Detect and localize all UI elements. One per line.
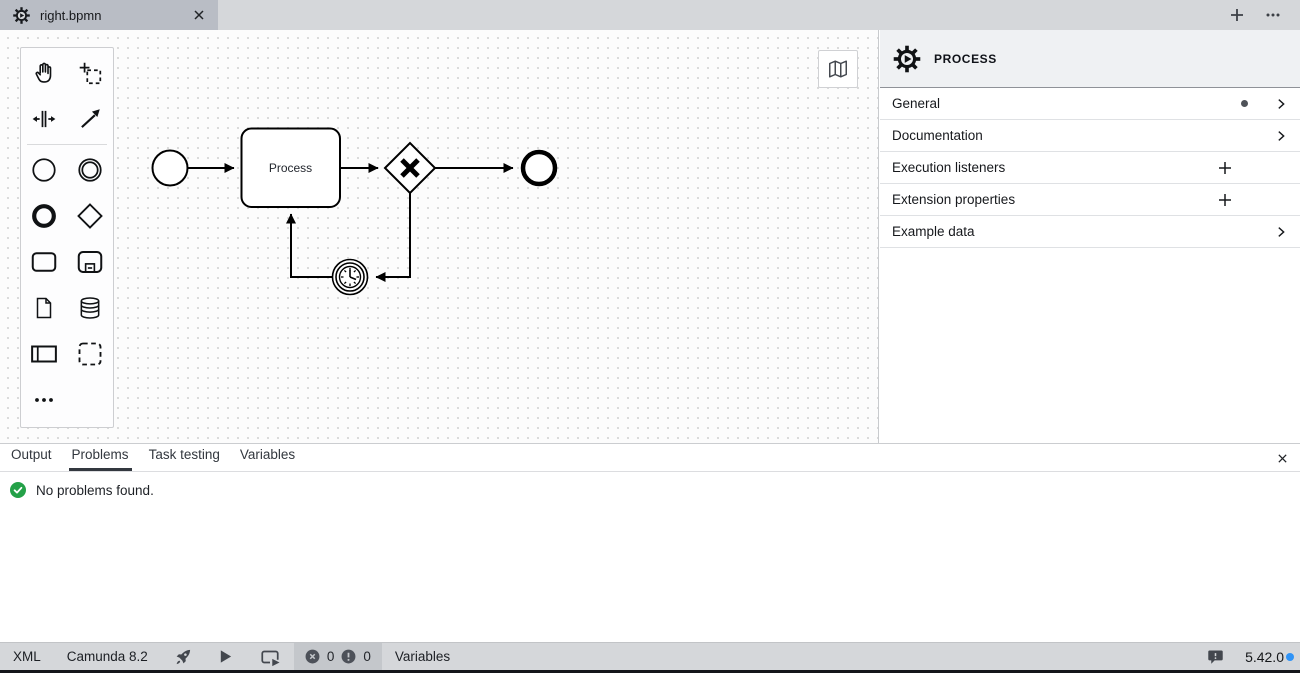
create-start-event[interactable] (21, 147, 67, 193)
tab-output[interactable]: Output (11, 447, 52, 462)
new-tab-plus-icon[interactable] (1226, 4, 1248, 26)
properties-header: PROCESS (880, 30, 1300, 88)
group-execution-listeners[interactable]: Execution listeners (880, 152, 1300, 184)
timer-hands (349, 270, 357, 281)
process-gear-play-icon (12, 6, 31, 25)
tab-variables[interactable]: Variables (239, 447, 296, 462)
feedback-bubble-icon[interactable] (1194, 643, 1237, 670)
bpmn-canvas[interactable]: Process (0, 30, 879, 443)
global-connect-tool[interactable] (67, 96, 113, 142)
group-documentation[interactable]: Documentation (880, 120, 1300, 152)
tab-task-testing[interactable]: Task testing (148, 447, 220, 462)
minimap-toggle-button[interactable] (818, 50, 858, 88)
add-plus-icon[interactable] (1216, 192, 1234, 208)
problems-content: No problems found. (0, 472, 1300, 498)
task-process[interactable]: Process (240, 127, 341, 208)
create-data-store[interactable] (67, 285, 113, 331)
timer-intermediate-event[interactable] (331, 258, 369, 296)
end-event[interactable] (520, 149, 558, 187)
tab-right-bpmn[interactable]: right.bpmn (0, 0, 218, 30)
create-task[interactable] (21, 239, 67, 285)
create-data-object[interactable] (21, 285, 67, 331)
error-count: 0 (326, 649, 335, 664)
group-label: Example data (892, 224, 975, 239)
chevron-right-icon (1272, 225, 1290, 239)
engine-version-button[interactable]: Camunda 8.2 (66, 649, 148, 664)
update-available-dot (1286, 652, 1294, 661)
version-label: 5.42.0 (1245, 648, 1284, 665)
create-group[interactable] (67, 331, 113, 377)
problems-count-button[interactable]: 0 0 (293, 643, 382, 670)
task-label: Process (269, 161, 312, 175)
gateway-x-marker (400, 158, 420, 178)
chevron-right-icon (1272, 129, 1290, 143)
map-icon (827, 58, 849, 80)
group-label: Extension properties (892, 192, 1016, 207)
properties-title: PROCESS (934, 51, 997, 66)
tab-title: right.bpmn (40, 7, 102, 23)
exclusive-gateway[interactable] (383, 141, 437, 195)
start-instance-icon[interactable] (246, 643, 294, 670)
group-label: General (892, 96, 941, 111)
check-circle-icon (10, 482, 26, 498)
sequence-flows[interactable] (188, 163, 514, 282)
ellipsis-icon[interactable] (1262, 4, 1284, 26)
tab-bar: right.bpmn (0, 0, 1300, 30)
xml-toggle-button[interactable]: XML (13, 649, 41, 664)
group-label: Execution listeners (892, 160, 1006, 175)
process-gear-play-icon (892, 44, 922, 74)
warning-count: 0 (363, 649, 371, 664)
hand-tool[interactable] (21, 50, 67, 96)
window-bottom-edge (0, 670, 1300, 673)
group-label: Documentation (892, 128, 983, 143)
lasso-tool[interactable] (67, 50, 113, 96)
group-general[interactable]: General (880, 88, 1300, 120)
create-participant[interactable] (21, 331, 67, 377)
close-icon[interactable] (1272, 448, 1292, 468)
version-button[interactable]: 5.42.0 (1237, 649, 1300, 665)
create-intermediate-event[interactable] (67, 147, 113, 193)
deploy-rocket-icon[interactable] (161, 643, 205, 670)
edited-dot-indicator (1241, 100, 1248, 107)
error-circle-icon (305, 649, 320, 664)
bpmn-diagram[interactable]: Process (0, 30, 879, 443)
palette-separator (27, 144, 107, 145)
chevron-right-icon (1272, 97, 1290, 111)
timer-ticks (341, 268, 359, 286)
tab-problems[interactable]: Problems (68, 443, 132, 471)
space-tool[interactable] (21, 96, 67, 142)
add-plus-icon[interactable] (1216, 160, 1234, 176)
variables-button[interactable]: Variables (394, 649, 451, 664)
palette (20, 47, 114, 428)
properties-panel: PROCESS General Documentation Execution … (880, 30, 1300, 443)
status-bar: XML Camunda 8.2 0 (0, 642, 1300, 670)
close-icon[interactable] (190, 6, 208, 24)
create-end-event[interactable] (21, 193, 67, 239)
bottom-panel-tabs: Output Problems Task testing Variables (0, 444, 1300, 472)
create-gateway[interactable] (67, 193, 113, 239)
warning-circle-icon (341, 649, 356, 664)
group-extension-properties[interactable]: Extension properties (880, 184, 1300, 216)
no-problems-message: No problems found. (36, 482, 154, 498)
bottom-panel: Output Problems Task testing Variables N… (0, 443, 1300, 642)
play-icon[interactable] (205, 643, 246, 670)
palette-more-ellipsis-icon[interactable] (21, 377, 67, 423)
create-expanded-subprocess[interactable] (67, 239, 113, 285)
group-example-data[interactable]: Example data (880, 216, 1300, 248)
start-event[interactable] (151, 149, 189, 187)
